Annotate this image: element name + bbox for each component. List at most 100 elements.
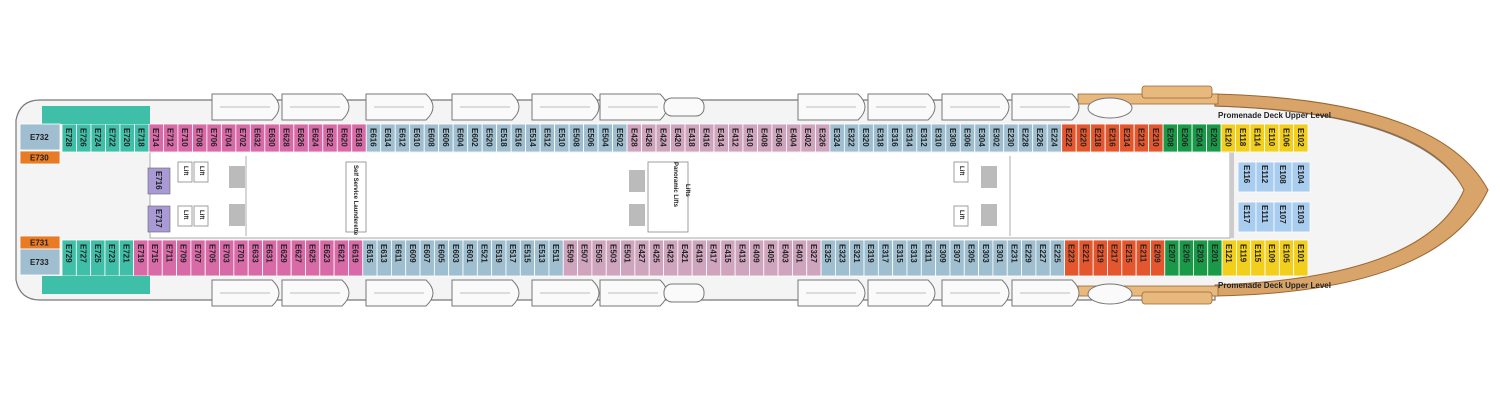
- cabin-e102[interactable]: [1293, 123, 1309, 153]
- lift-label-c: Lift: [182, 210, 188, 219]
- cabin-label: E310: [934, 128, 943, 147]
- cabin-label: E621: [336, 244, 345, 263]
- cabin-label: E214: [1122, 128, 1131, 147]
- cabin-label: E632: [253, 128, 262, 147]
- cabin-label: E402: [803, 128, 812, 147]
- cabin-e730[interactable]: [19, 150, 61, 165]
- cabin-label: E711: [164, 244, 173, 263]
- cabin-label: E709: [179, 244, 188, 263]
- cabin-label: E303: [981, 244, 990, 263]
- cabin-label: E111: [1260, 205, 1269, 223]
- cabin-label: E619: [351, 244, 360, 263]
- cabin-label: E401: [795, 244, 804, 263]
- cabin-label: E719: [136, 244, 145, 263]
- cabin-label: E620: [340, 128, 349, 147]
- cabin-label: E505: [594, 244, 603, 263]
- cabin-label: E225: [1052, 244, 1061, 263]
- promenade-label-bottom: Promenade Deck Upper Level: [1218, 281, 1331, 290]
- cabin-label: E121: [1224, 244, 1233, 263]
- cabin-label: E425: [651, 244, 660, 263]
- cabin-label: E629: [279, 244, 288, 263]
- cabin-label: E227: [1038, 244, 1047, 263]
- cabin-label: E305: [966, 244, 975, 263]
- cabin-label: E415: [723, 244, 732, 263]
- cabin-label: E428: [629, 128, 638, 147]
- cabin-label: E613: [379, 244, 388, 263]
- cabin-label: E219: [1095, 244, 1104, 263]
- cabin-label: E419: [694, 244, 703, 263]
- cabin-label: E715: [150, 244, 159, 263]
- cabin-label: E312: [919, 128, 928, 147]
- cabin-label: E317: [881, 244, 890, 263]
- cabin-label: E724: [93, 128, 102, 147]
- cabin-label: E521: [479, 244, 488, 263]
- cabin-label: E625: [308, 244, 317, 263]
- cabin-label: E630: [267, 128, 276, 147]
- cabin-label: E705: [207, 244, 216, 263]
- cabin-label: E717: [154, 209, 163, 228]
- cabin-label: E307: [952, 244, 961, 263]
- lift-label-f: Lift: [958, 210, 964, 219]
- forward-platform-top: [1141, 85, 1213, 99]
- cabin-label: E203: [1196, 244, 1205, 263]
- cabin-label: E710: [180, 128, 189, 147]
- cabin-label: E222: [1064, 128, 1073, 147]
- cabin-label: E403: [780, 244, 789, 263]
- cabin-label: E221: [1081, 244, 1090, 263]
- lift-a: [177, 161, 193, 183]
- cabin-label: E609: [408, 244, 417, 263]
- cabin-e716[interactable]: [147, 167, 171, 195]
- cabin-e717[interactable]: [147, 205, 171, 233]
- cabin-label: E611: [394, 244, 403, 263]
- cabin-label: E204: [1194, 128, 1203, 147]
- cabin-label: E321: [852, 244, 861, 263]
- cabin-label: E722: [108, 128, 117, 147]
- cabin-label: E513: [537, 244, 546, 263]
- cabin-label: E117: [1242, 205, 1251, 224]
- cabin-label: E702: [238, 128, 247, 147]
- cabin-label: E215: [1124, 244, 1133, 263]
- cabin-label: E412: [731, 128, 740, 147]
- cabin-label: E405: [766, 244, 775, 263]
- cabin-e732[interactable]: [19, 123, 61, 151]
- cabin-label: E605: [437, 244, 446, 263]
- promenade-label-top: Promenade Deck Upper Level: [1218, 111, 1331, 120]
- cabin-label: E115: [1253, 244, 1262, 263]
- cabin-label: E712: [166, 128, 175, 147]
- cabin-label: E707: [193, 244, 202, 263]
- cabin-label: E325: [823, 244, 832, 263]
- cabin-label: E231: [1009, 244, 1018, 263]
- cabin-e103[interactable]: [1291, 201, 1311, 233]
- cabin-label: E727: [78, 244, 87, 263]
- launderette: [345, 161, 367, 233]
- cabin-label: E515: [522, 244, 531, 263]
- cabin-label: E733: [30, 258, 49, 267]
- cabin-label: E301: [995, 244, 1004, 263]
- cabin-label: E631: [265, 244, 274, 263]
- cabin-e101[interactable]: [1293, 239, 1309, 277]
- cabin-label: E612: [397, 128, 406, 147]
- cabin-label: E304: [977, 128, 986, 147]
- cabin-label: E520: [484, 128, 493, 147]
- cabin-label: E604: [455, 128, 464, 147]
- cabin-label: E417: [709, 244, 718, 263]
- cabin-e104[interactable]: [1291, 161, 1311, 193]
- cabin-label: E322: [847, 128, 856, 147]
- cabin-e733[interactable]: [19, 248, 61, 276]
- cabin-label: E118: [1238, 128, 1247, 147]
- cabin-label: E418: [687, 128, 696, 147]
- cabin-label: E315: [895, 244, 904, 263]
- cabin-label: E708: [195, 128, 204, 147]
- cabin-label: E426: [644, 128, 653, 147]
- cabin-label: E220: [1078, 128, 1087, 147]
- cabin-label: E706: [209, 128, 218, 147]
- cabin-label: E602: [470, 128, 479, 147]
- cabin-label: E106: [1281, 128, 1290, 147]
- cabin-label: E718: [137, 128, 146, 147]
- cabin-label: E116: [1242, 165, 1251, 184]
- cabin-label: E229: [1024, 244, 1033, 263]
- cabin-label: E728: [64, 128, 73, 147]
- cabin-label: E210: [1151, 128, 1160, 147]
